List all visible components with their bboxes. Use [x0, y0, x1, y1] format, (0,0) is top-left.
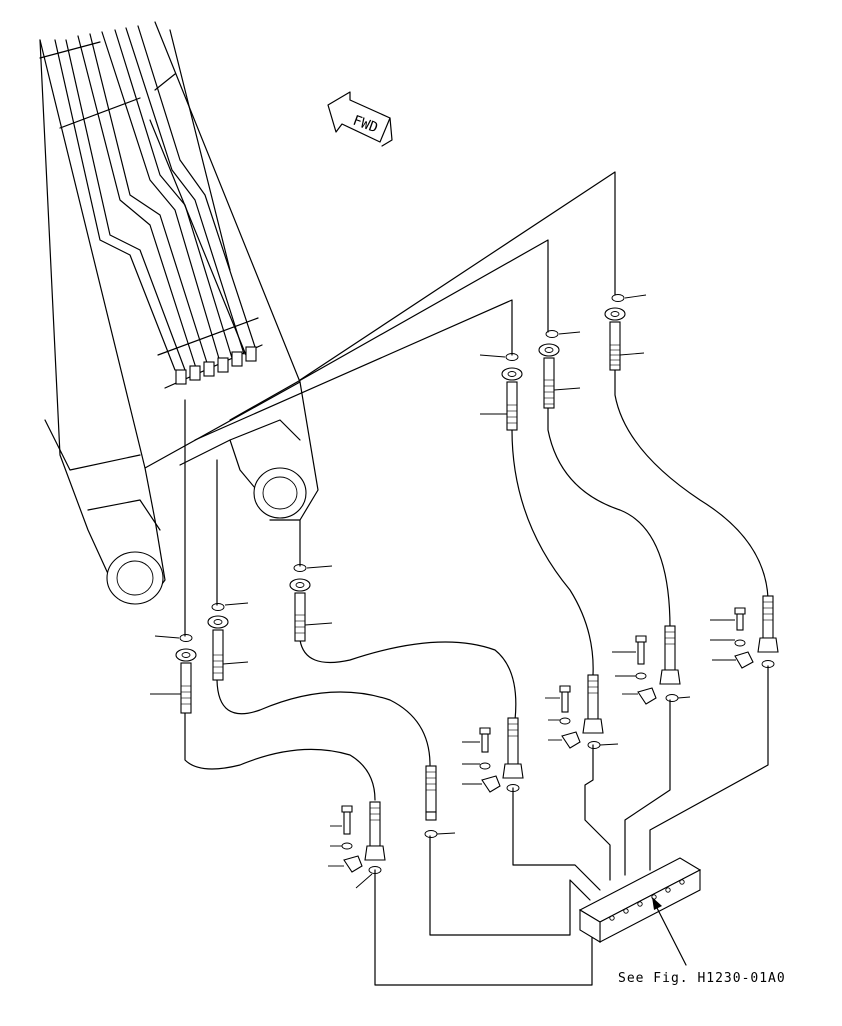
bolt-set-1: [710, 595, 779, 669]
pipe-clamps: [39, 41, 263, 389]
bolt-set-4: [462, 717, 524, 793]
bolt-set-6: [328, 801, 386, 889]
upper-fittings: [150, 294, 647, 714]
lower-fittings: [328, 595, 779, 889]
manifold-lines: [374, 665, 769, 986]
fitting-group-1: [604, 294, 647, 371]
bolt-set-3: [545, 674, 619, 749]
fitting-group-5: [207, 602, 249, 681]
fitting-group-6: [150, 634, 197, 714]
boom-pin-upper: [253, 467, 307, 519]
hose-lines: [184, 171, 769, 801]
bolt-set-2: [612, 625, 691, 705]
fitting-group-2: [538, 330, 581, 409]
reference-leader: [652, 897, 687, 966]
bolt-set-5: [424, 765, 456, 838]
manifold-block: [578, 857, 702, 943]
fwd-label: FWD: [351, 113, 380, 137]
fitting-group-3: [479, 353, 523, 431]
boom-pipes: [54, 25, 257, 371]
reference-note: See Fig. H1230-01A0: [618, 971, 786, 986]
pipe-fittings: [175, 346, 257, 385]
boom-structure: [39, 21, 319, 601]
fwd-arrow-icon: FWD: [327, 91, 393, 147]
boom-pin-lower: [106, 551, 164, 605]
fitting-group-4: [289, 564, 333, 642]
